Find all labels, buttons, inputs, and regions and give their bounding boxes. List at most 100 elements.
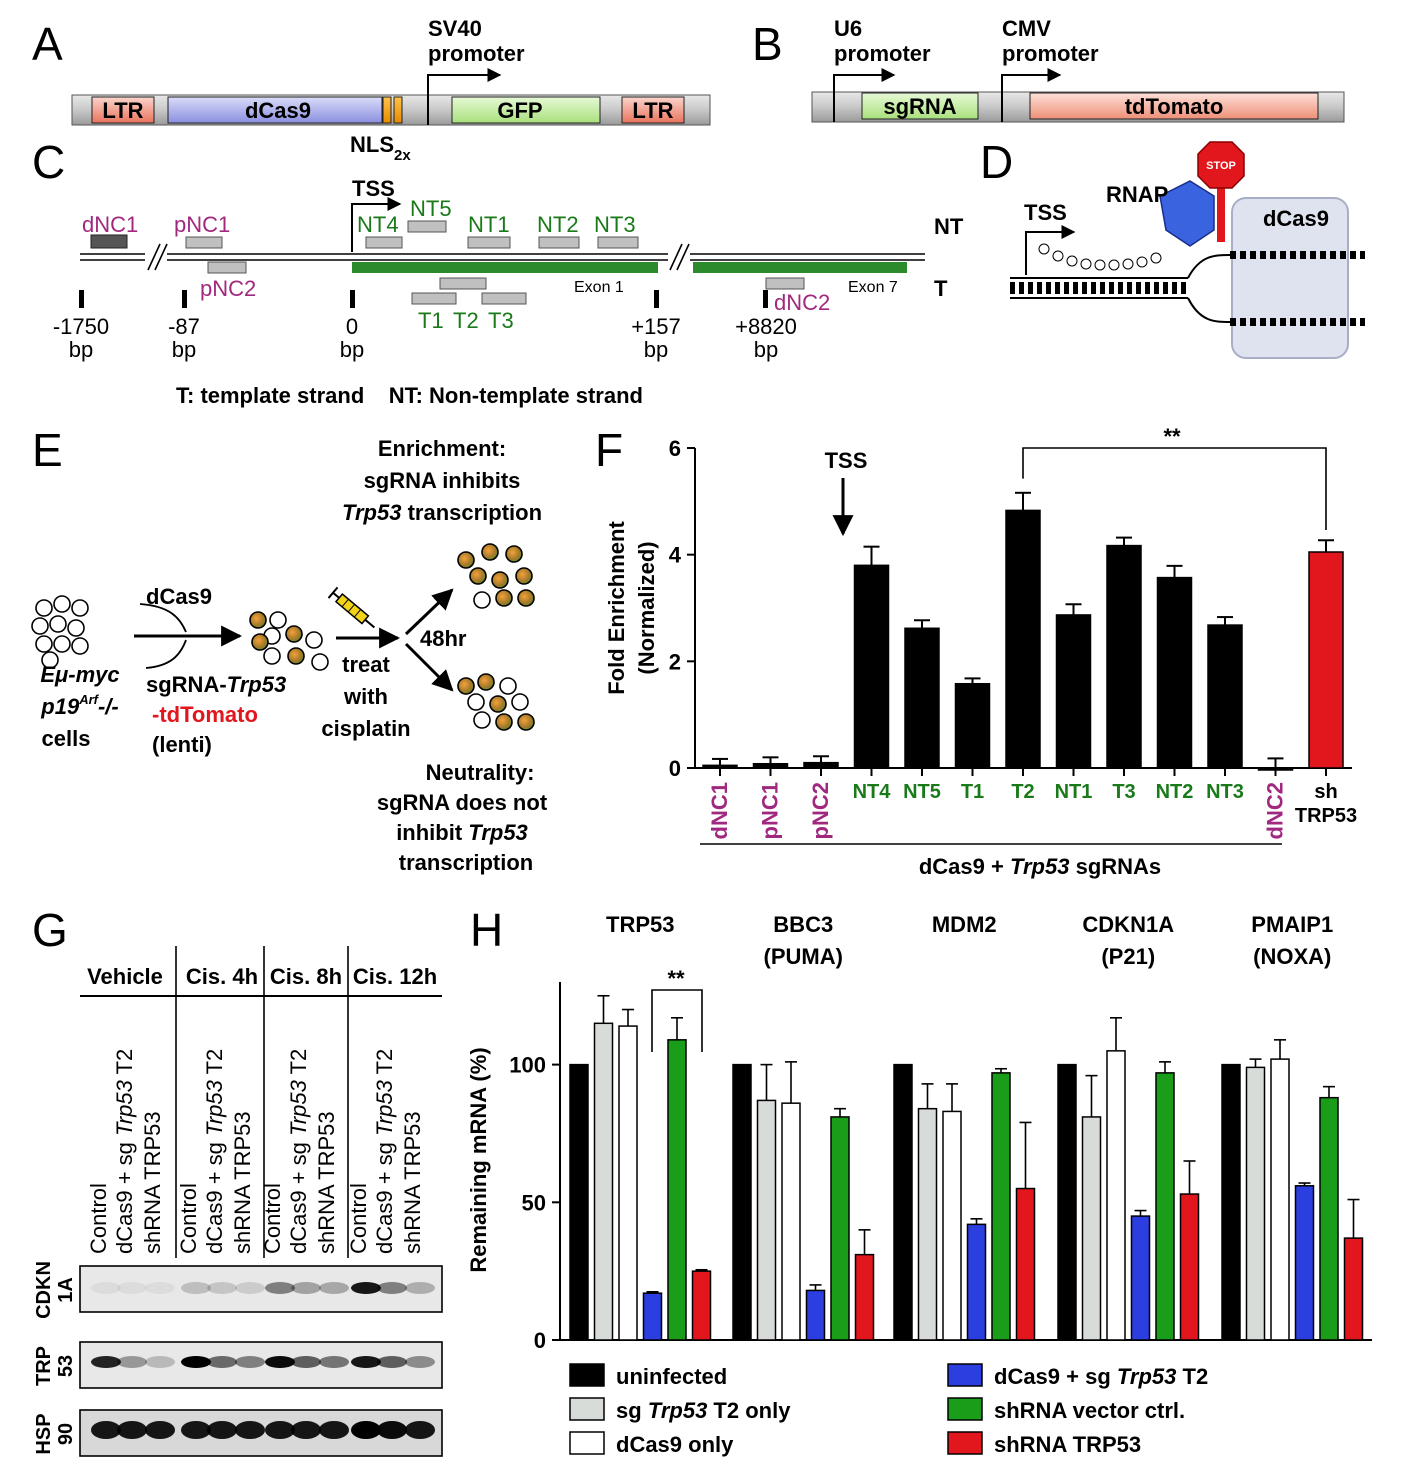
- cells-bot-cell-9: [517, 713, 535, 731]
- h-significance: **: [667, 966, 685, 991]
- h-group-label-5-a: PMAIP1: [1251, 912, 1333, 937]
- cells-top-cell-7: [473, 591, 491, 609]
- f-xlabel-5-1: NT5: [903, 781, 941, 803]
- e-cells-line-2: p19Arf-/-: [40, 692, 118, 719]
- f-tss-annotation: TSS: [825, 448, 868, 473]
- d-dcas9-label: dCas9: [1263, 206, 1329, 231]
- h-ytick-label-100: 100: [509, 1053, 546, 1078]
- g-band-2-6: [235, 1356, 265, 1368]
- h-bar-3-4: [966, 1223, 987, 1341]
- g-lane-label-1-2: dCas9 + sg Trp53 T2: [112, 1049, 137, 1254]
- a-promoter-label-1: SV40: [428, 16, 482, 41]
- g-condition-4: Cis. 12h: [353, 964, 437, 989]
- f-bar-6: [954, 682, 991, 769]
- g-band-1-7: [265, 1282, 295, 1294]
- a-nls-1: [382, 96, 392, 124]
- a-ltr-right: [621, 96, 685, 124]
- d-stop-label: STOP: [1206, 160, 1236, 172]
- cells-bot-cell-5: [489, 695, 507, 713]
- h-group-label-3-a: MDM2: [932, 912, 997, 937]
- c-pnc1-box: [185, 236, 223, 249]
- g-band-2-10: [351, 1356, 381, 1368]
- a-dcas9-label: dCas9: [245, 98, 311, 123]
- c-tick-3: [350, 290, 355, 308]
- c-nt3-label: NT3: [594, 212, 636, 237]
- g-blot-label-1-a: CDKN: [33, 1261, 55, 1319]
- c-tick-1: [79, 290, 84, 308]
- h-bar-5-2: [1245, 1066, 1266, 1341]
- h-bar-2-1: [732, 1063, 752, 1341]
- g-blot-label-2-b: 53: [55, 1355, 77, 1377]
- g-band-2-5: [207, 1356, 237, 1368]
- e-arrow-sgrna-curve: [145, 639, 187, 669]
- c-nt2-box: [538, 236, 580, 249]
- c-t1-label: T1: [418, 308, 444, 333]
- h-legend-label-4: dCas9 + sg Trp53 T2: [994, 1364, 1208, 1389]
- d-rna-nt-3: [1066, 255, 1078, 267]
- b-u6-label-1: U6: [834, 16, 862, 41]
- f-xlabel-4-1: NT4: [853, 781, 892, 803]
- f-significance-bracket: [1022, 447, 1327, 530]
- f-xlabel-9-1: T3: [1112, 781, 1135, 803]
- cells-left-cell-5: [49, 615, 67, 633]
- e-neutral-line-2: sgRNA does not: [377, 790, 548, 815]
- e-cells-enriched: [457, 543, 535, 609]
- h-group-label-4-a: CDKN1A: [1082, 912, 1174, 937]
- d-rna-nt-5: [1094, 259, 1106, 271]
- panel-c-locus: Exon 1 Exon 7 TSS dNC1 pNC1 pNC2 NT4 NT5…: [53, 176, 964, 408]
- c-pos-1: -1750: [53, 314, 109, 339]
- g-band-2-11: [377, 1356, 407, 1368]
- f-xlabel-13-1: sh: [1314, 781, 1337, 803]
- g-band-3-12: [405, 1421, 435, 1439]
- h-bar-4-2: [1081, 1116, 1102, 1341]
- f-ytick-label-6: 6: [669, 436, 681, 461]
- h-legend-swatch-3: [569, 1431, 605, 1455]
- cells-mid-cell-5: [305, 631, 323, 649]
- f-xlabel-12: dNC2: [1263, 782, 1288, 839]
- c-nt4-box: [365, 236, 403, 249]
- panel-label-e: E: [32, 424, 63, 476]
- c-pnc1-label: pNC1: [174, 212, 230, 237]
- f-bar-9: [1106, 544, 1142, 769]
- c-exon7-bar: [693, 262, 907, 273]
- g-band-1-4: [181, 1282, 211, 1294]
- g-blot-label-3-b: 90: [55, 1423, 77, 1445]
- g-blot-label-3-a: HSP: [33, 1413, 55, 1454]
- b-tdtomato-box: [1029, 92, 1319, 120]
- h-legend-label-6: shRNA TRP53: [994, 1432, 1141, 1457]
- h-ytick-label-50: 50: [522, 1190, 546, 1215]
- g-band-2-3: [145, 1356, 175, 1368]
- g-lane-label-3-3: shRNA TRP53: [314, 1111, 339, 1254]
- panel-d-schematic: dCas9 TSS RNAP STOP: [1010, 141, 1365, 359]
- g-band-1-10: [351, 1282, 381, 1294]
- h-bar-3-6: [1015, 1187, 1036, 1341]
- e-syringe-icon: [327, 586, 376, 629]
- g-band-3-3: [145, 1421, 175, 1439]
- c-dnc1-label: dNC1: [82, 212, 138, 237]
- panel-label-g: G: [32, 904, 68, 956]
- g-condition-2: Cis. 4h: [186, 964, 258, 989]
- g-band-1-12: [405, 1282, 435, 1294]
- g-band-3-6: [235, 1421, 265, 1439]
- g-band-3-7: [265, 1421, 295, 1439]
- g-band-1-8: [291, 1282, 321, 1294]
- b-sgrna-box: [861, 92, 979, 120]
- c-exon1-label: Exon 1: [574, 279, 624, 296]
- g-lane-label-3-2: dCas9 + sg Trp53 T2: [286, 1049, 311, 1254]
- g-band-1-2: [117, 1282, 147, 1294]
- h-group-label-4-b: (P21): [1101, 944, 1155, 969]
- cells-left-cell-4: [31, 617, 49, 635]
- c-break-1b: [154, 243, 168, 271]
- d-bubble-top: [1187, 254, 1231, 279]
- h-bar-1-2: [593, 1022, 614, 1341]
- f-xlabel-8-1: NT1: [1055, 781, 1093, 803]
- f-bar-10: [1156, 576, 1193, 769]
- d-rna-nt-4: [1080, 258, 1092, 270]
- e-cells-line-3: cells: [42, 726, 91, 751]
- f-bar-7: [1005, 509, 1041, 769]
- f-ylabel-2: (Normalized): [634, 541, 659, 674]
- h-legend-swatch-2: [569, 1397, 605, 1421]
- c-pos-3: 0: [346, 314, 358, 339]
- c-exon1-bar: [352, 262, 658, 273]
- e-cells-line-1: Eμ-myc: [40, 662, 119, 687]
